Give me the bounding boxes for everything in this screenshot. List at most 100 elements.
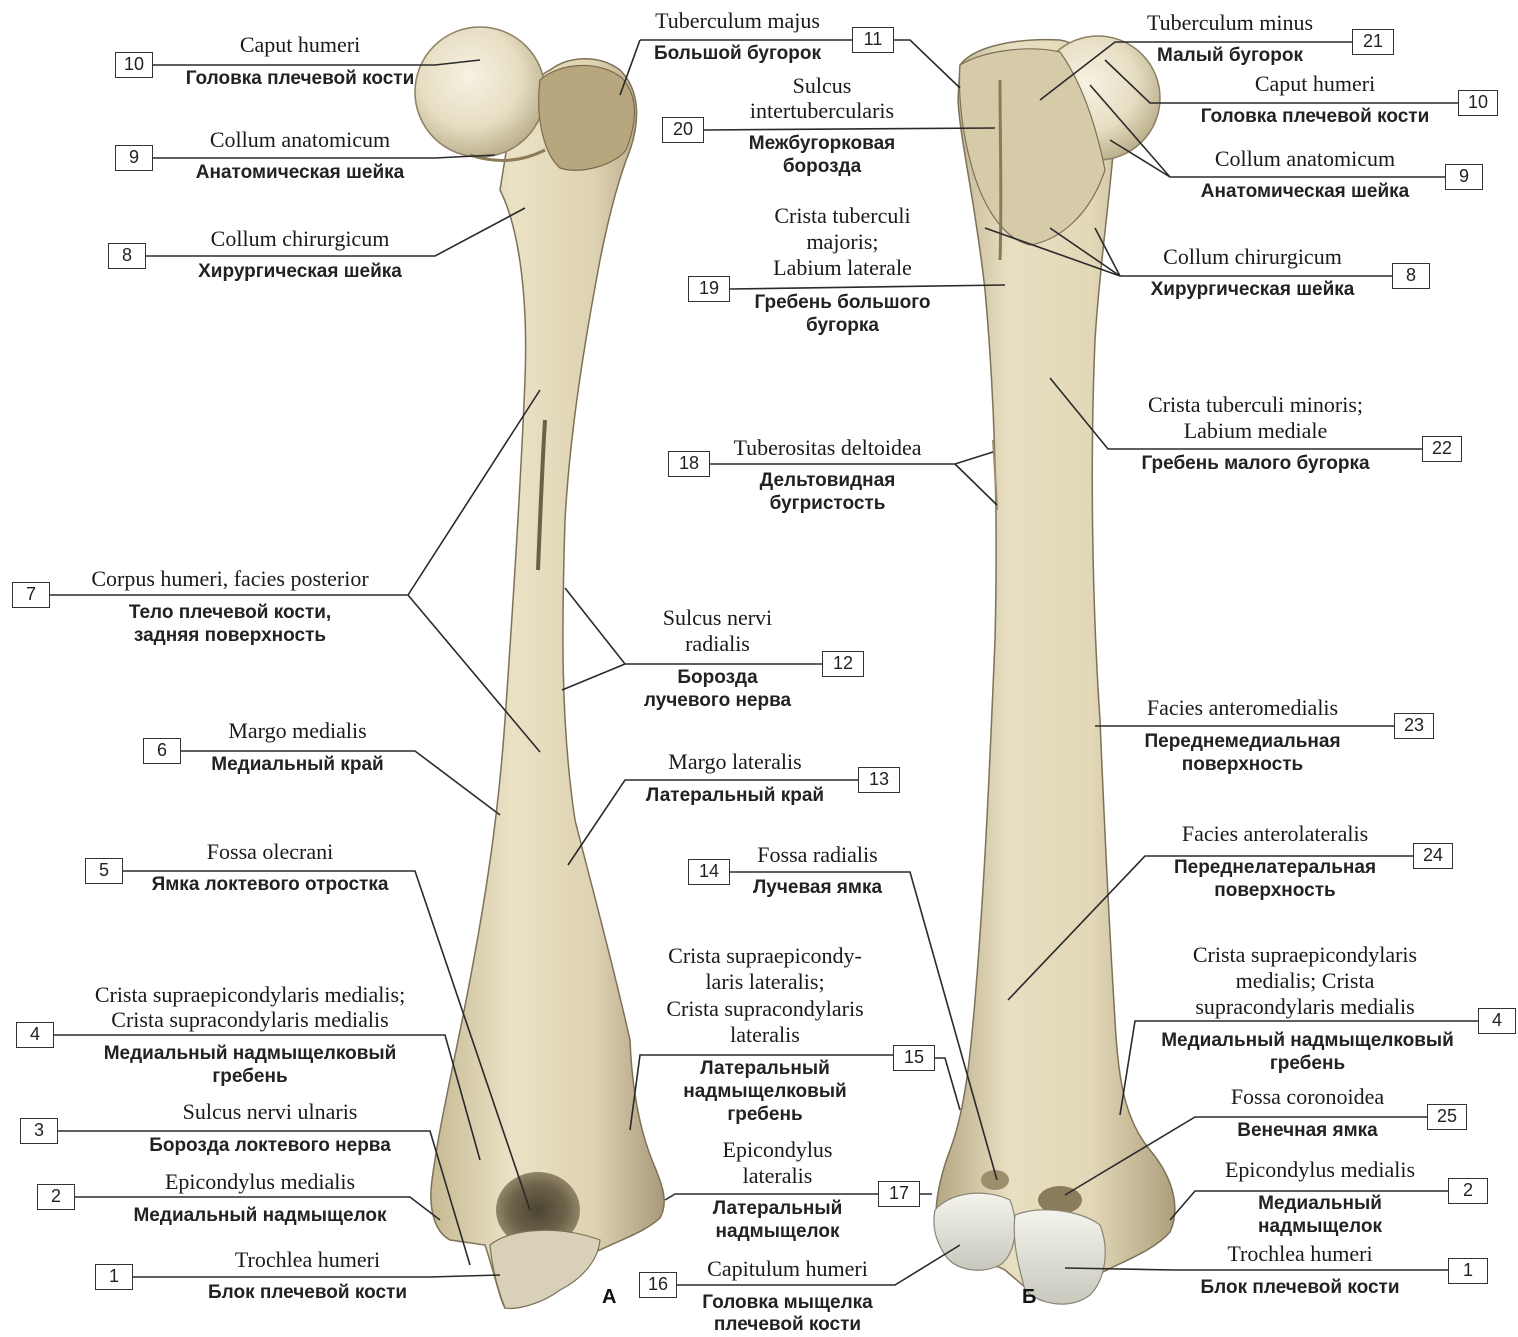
label-6-russian: Медиальный край — [180, 754, 415, 776]
label-10-number: 10 — [115, 52, 153, 78]
label-10-latin: Caput humeri — [170, 33, 430, 57]
label-r8-russian: Хирургическая шейка — [1120, 279, 1385, 301]
label-14-latin: Fossa radialis — [735, 843, 900, 867]
label-21-latin: Tuberculum minus — [1115, 11, 1345, 35]
label-25-russian: Венечная ямка — [1195, 1120, 1420, 1142]
label-22-number: 22 — [1422, 436, 1462, 462]
label-r2-number: 2 — [1448, 1178, 1488, 1204]
label-r4-latin-line-3: supracondylaris medialis — [1150, 995, 1460, 1019]
label-21-russian: Малый бугорок — [1115, 45, 1345, 67]
bone-b-anterior — [934, 36, 1175, 1304]
label-r2-russian-line-2: надмыщелок — [1195, 1216, 1445, 1238]
label-23-latin: Facies anteromedialis — [1105, 696, 1380, 720]
label-3-latin: Sulcus nervi ulnaris — [115, 1100, 425, 1124]
label-23-number: 23 — [1394, 713, 1434, 739]
label-15-russian-line-3: гребень — [640, 1104, 890, 1126]
label-8-russian: Хирургическая шейка — [165, 261, 435, 283]
label-12-latin-line-1: Sulcus nervi — [620, 606, 815, 630]
label-r2-latin: Epicondylus medialis — [1195, 1158, 1445, 1182]
label-r2-russian-line-1: Медиальный — [1195, 1193, 1445, 1215]
label-15-latin-line-1: Crista supraepicondy- — [640, 944, 890, 968]
label-r4-latin-line-2: medialis; Crista — [1150, 969, 1460, 993]
label-3-number: 3 — [20, 1118, 58, 1144]
label-19-number: 19 — [688, 276, 730, 302]
view-label-b: Б — [1022, 1286, 1036, 1309]
label-r4-russian-line-2: гребень — [1135, 1053, 1480, 1075]
label-7-number: 7 — [12, 582, 50, 608]
label-4-russian-line-1: Медиальный надмыщелковый — [55, 1043, 445, 1065]
label-r10-latin: Caput humeri — [1180, 72, 1450, 96]
label-4-number: 4 — [16, 1022, 54, 1048]
label-24-latin: Facies anterolateralis — [1145, 822, 1405, 846]
label-2-number: 2 — [37, 1184, 75, 1210]
label-19-latin-line-1: Crista tuberculi — [730, 204, 955, 228]
label-12-number: 12 — [822, 651, 864, 677]
label-1-russian: Блок плечевой кости — [185, 1282, 430, 1304]
bone-b-capitulum — [934, 1193, 1015, 1270]
label-12-russian-line-2: лучевого нерва — [620, 690, 815, 712]
label-9-latin: Collum anatomicum — [165, 128, 435, 152]
label-13-russian: Латеральный край — [625, 785, 845, 807]
label-25-latin: Fossa coronoidea — [1195, 1085, 1420, 1109]
label-8-number: 8 — [108, 243, 146, 269]
label-15-latin-line-3: Crista supracondylaris — [640, 997, 890, 1021]
label-17-russian-line-1: Латеральный — [680, 1198, 875, 1220]
label-5-latin: Fossa olecrani — [125, 840, 415, 864]
label-r9-russian: Анатомическая шейка — [1170, 181, 1440, 203]
label-7-latin: Corpus humeri, facies posterior — [50, 567, 410, 591]
leader-9 — [153, 155, 495, 158]
label-24-number: 24 — [1413, 843, 1453, 869]
label-22-russian: Гребень малого бугорка — [1108, 453, 1403, 475]
label-16-latin: Capitulum humeri — [680, 1257, 895, 1281]
label-r1-russian: Блок плечевой кости — [1175, 1277, 1425, 1299]
label-17-latin-line-2: lateralis — [680, 1164, 875, 1188]
label-r4-russian-line-1: Медиальный надмыщелковый — [1135, 1030, 1480, 1052]
label-r1-latin: Trochlea humeri — [1175, 1242, 1425, 1266]
label-3-russian: Борозда локтевого нерва — [115, 1135, 425, 1157]
label-r10-number: 10 — [1458, 90, 1498, 116]
label-r10-russian: Головка плечевой кости — [1175, 106, 1455, 128]
view-label-a: А — [602, 1286, 616, 1309]
bone-a-trochlea — [490, 1230, 600, 1308]
leader-19 — [730, 285, 1005, 289]
label-17-latin-line-1: Epicondylus — [680, 1138, 875, 1162]
label-19-russian-line-2: бугорка — [730, 315, 955, 337]
label-12-russian-line-1: Борозда — [620, 667, 815, 689]
label-5-number: 5 — [85, 858, 123, 884]
label-11-russian: Большой бугорок — [630, 43, 845, 65]
label-20-russian-line-2: борозда — [712, 156, 932, 178]
label-r4-number: 4 — [1478, 1008, 1516, 1034]
label-19-russian-line-1: Гребень большого — [730, 292, 955, 314]
label-r1-number: 1 — [1448, 1258, 1488, 1284]
label-15-latin-line-4: lateralis — [640, 1023, 890, 1047]
label-4-latin-line-1: Crista supraepicondylaris medialis; — [55, 983, 445, 1007]
bone-a-greater-tubercle — [539, 65, 635, 170]
label-15-number: 15 — [893, 1045, 935, 1071]
label-7-russian-line-1: Тело плечевой кости, — [50, 602, 410, 624]
label-17-russian-line-2: надмыщелок — [680, 1221, 875, 1243]
label-22-latin-line-2: Labium mediale — [1108, 419, 1403, 443]
label-21-number: 21 — [1352, 29, 1394, 55]
label-16-russian-line-2: плечевой кости — [680, 1314, 895, 1336]
label-12-latin-line-2: radialis — [620, 632, 815, 656]
label-2-latin: Epicondylus medialis — [110, 1170, 410, 1194]
label-r8-number: 8 — [1392, 263, 1430, 289]
label-14-russian: Лучевая ямка — [735, 877, 900, 899]
label-2-russian: Медиальный надмыщелок — [110, 1205, 410, 1227]
label-r4-latin-line-1: Crista supraepicondylaris — [1150, 943, 1460, 967]
label-17-number: 17 — [878, 1181, 920, 1207]
label-1-number: 1 — [95, 1264, 133, 1290]
leader-20 — [704, 128, 995, 130]
leader-r1 — [1065, 1268, 1448, 1270]
label-20-number: 20 — [662, 117, 704, 143]
label-r9-number: 9 — [1445, 164, 1483, 190]
label-18-number: 18 — [668, 451, 710, 477]
label-6-number: 6 — [143, 738, 181, 764]
label-18-russian-line-2: бугристость — [710, 493, 945, 515]
label-20-russian-line-1: Межбугорковая — [712, 133, 932, 155]
label-18-latin: Tuberositas deltoidea — [710, 436, 945, 460]
label-4-russian-line-2: гребень — [55, 1066, 445, 1088]
label-7-russian-line-2: задняя поверхность — [50, 625, 410, 647]
label-11-latin: Tuberculum majus — [630, 9, 845, 33]
label-8-latin: Collum chirurgicum — [165, 227, 435, 251]
